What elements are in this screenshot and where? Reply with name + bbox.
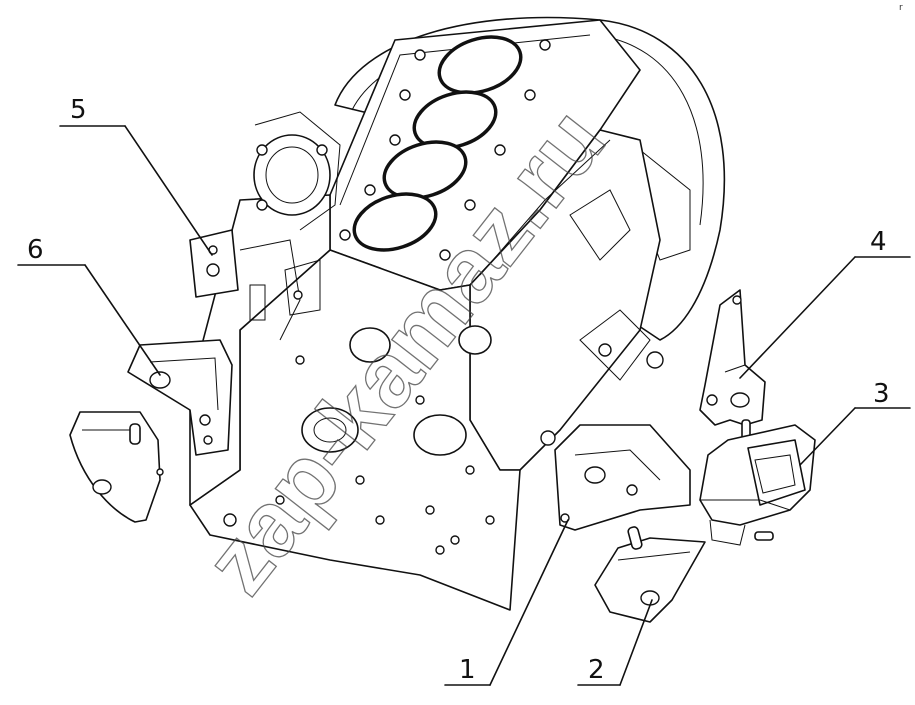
rubber-engine-mount xyxy=(699,424,816,546)
callout-label-2: 2 xyxy=(588,655,605,685)
rubber-mount-left xyxy=(69,411,164,523)
engine-mount-bracket-right xyxy=(554,424,691,531)
engine-mount-bracket-left xyxy=(127,339,233,456)
callout-label-1: 1 xyxy=(459,655,476,685)
callout-label-5: 5 xyxy=(70,95,87,125)
callout-label-3: 3 xyxy=(873,379,890,409)
callout-label-4: 4 xyxy=(870,227,887,257)
callout-leaders xyxy=(17,125,911,686)
bracket-part-5 xyxy=(189,229,239,298)
mounting-plate-bracket xyxy=(699,289,766,441)
rubber-mount-cushion xyxy=(594,526,706,623)
callout-label-6: 6 xyxy=(27,235,44,265)
corner-mark: r xyxy=(899,3,903,13)
